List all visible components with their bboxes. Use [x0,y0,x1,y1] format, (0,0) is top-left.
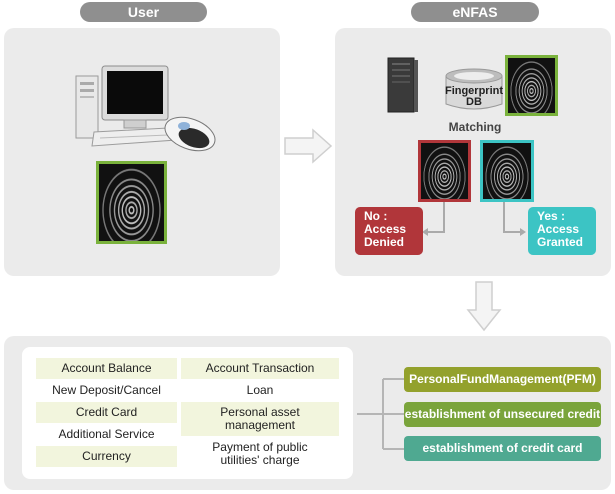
service-currency: Currency [36,446,177,467]
matching-label: Matching [448,120,502,134]
down-arrow-icon [466,281,502,332]
features-bracket [357,378,404,450]
service-public-utilities: Payment of public utilities' charge [212,440,308,467]
service-loan: Loan [246,383,274,397]
feature-unsecured-credit: establishment of unsecured credit [404,402,601,427]
computer-icon [75,65,177,147]
service-additional: Additional Service [58,427,155,441]
match-fingerprint-icon [480,140,534,202]
service-new-deposit: New Deposit/Cancel [52,383,161,397]
mouse-icon [164,116,216,152]
user-fingerprint-icon [96,161,167,244]
service-account-balance: Account Balance [36,358,177,379]
service-account-transaction: Account Transaction [181,358,339,379]
db-fingerprint-icon [505,55,558,116]
feature-credit-card: establishment of credit card [404,436,601,461]
service-credit-card: Credit Card [36,402,177,423]
mismatch-fingerprint-icon [418,140,471,202]
service-personal-asset: Personal asset management [181,402,339,436]
access-denied-box: No : Access Denied [355,207,423,255]
feature-pfm: PersonalFundManagement(PFM) [404,367,601,392]
db-label: Fingerprint DB [444,85,504,108]
decision-connectors [422,202,526,236]
user-header: User [80,2,207,22]
database-icon [445,68,503,110]
server-icon [387,57,418,113]
right-arrow-icon [284,128,333,164]
access-granted-box: Yes : Access Granted [528,207,596,255]
enfas-header: eNFAS [411,2,539,22]
